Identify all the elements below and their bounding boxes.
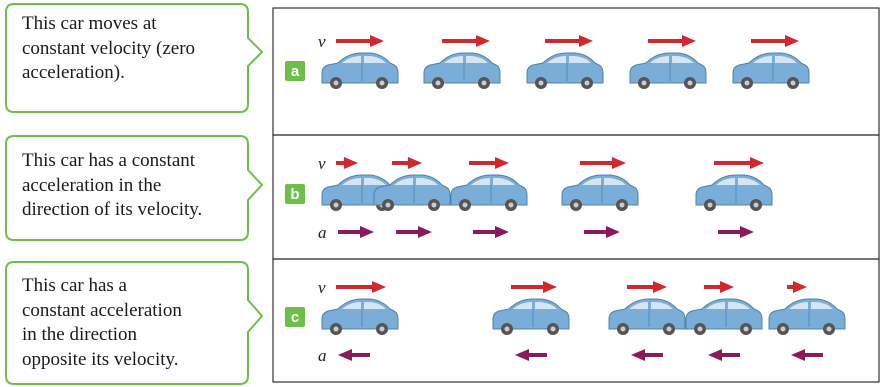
panel-c-velocity-arrow	[787, 281, 807, 293]
diagram-marks	[321, 35, 846, 361]
panel-c-velocity-label: v	[318, 278, 326, 297]
panel-a-velocity-arrow	[648, 35, 696, 47]
panel-b-velocity-arrow	[714, 157, 764, 169]
panel-a-letter: a	[291, 63, 300, 80]
panel-c-acceleration-arrow	[631, 349, 663, 361]
panel-a-badge	[285, 61, 305, 81]
panel-b-acceleration-arrow	[584, 226, 620, 238]
callout-line: acceleration).	[22, 62, 125, 83]
callout-box-b	[5, 135, 264, 241]
panel-a-car	[423, 52, 501, 90]
panel-a-velocity-arrow	[545, 35, 593, 47]
panel-c-frame	[272, 258, 880, 383]
panel-b-velocity-arrow	[392, 157, 422, 169]
panel-c-car	[321, 298, 399, 336]
panel-a-car	[321, 52, 399, 90]
panel-c-letter: c	[291, 309, 299, 326]
panel-c-velocity-arrow	[336, 281, 386, 293]
panel-b-acceleration-arrow	[473, 226, 509, 238]
panel-c-velocity-arrow	[511, 281, 557, 293]
panel-b-car	[450, 174, 528, 212]
callout-box-a	[5, 3, 264, 113]
callout-line: in the direction	[22, 324, 138, 345]
callout-line: constant velocity (zero	[22, 37, 196, 59]
panel-b-velocity-label: v	[318, 154, 326, 173]
panel-c-car	[685, 298, 763, 336]
callout-text-a: This car moves at constant velocity (zer…	[22, 12, 195, 86]
panel-c-velocity-arrow	[627, 281, 667, 293]
panel-b-acceleration-arrow	[338, 226, 374, 238]
panel-b-velocity-arrow	[469, 157, 509, 169]
panel-a-car	[526, 52, 604, 90]
panel-c-acceleration-arrow	[515, 349, 547, 361]
panel-b-acceleration-label: a	[318, 223, 327, 242]
panel-c-acceleration-arrow	[708, 349, 740, 361]
panel-b-acceleration-arrow	[396, 226, 432, 238]
panel-a-velocity-label: v	[318, 32, 326, 51]
callout-box-c	[5, 261, 264, 385]
panel-c-acceleration-arrow	[791, 349, 823, 361]
panel-a-car	[629, 52, 707, 90]
panel-b-velocity-arrow	[580, 157, 626, 169]
callout-text-c: This car has a constant acceleration in …	[22, 274, 182, 372]
callout-line: constant acceleration	[22, 299, 182, 321]
panel-c-car	[492, 298, 570, 336]
callout-line: This car moves at	[22, 13, 157, 34]
callout-text-b: This car has a constant acceleration in …	[22, 149, 202, 223]
panel-a-velocity-arrow	[442, 35, 490, 47]
panel-a-velocity-arrow	[751, 35, 799, 47]
panel-c-acceleration-label: a	[318, 346, 327, 365]
panel-b-acceleration-arrow	[718, 226, 754, 238]
panel-c-badge	[285, 307, 305, 327]
panel-a-car	[732, 52, 810, 90]
panel-b-velocity-arrow	[336, 157, 358, 169]
callout-line: acceleration in the	[22, 174, 162, 196]
panel-c-acceleration-arrow	[338, 349, 370, 361]
callout-line: opposite its velocity.	[22, 348, 179, 370]
callout-line: This car has a	[22, 275, 127, 296]
panel-c-car	[768, 298, 846, 336]
panel-b-car	[561, 174, 639, 212]
panel-a-velocity-arrow	[336, 35, 384, 47]
panel-c-car	[608, 298, 686, 336]
panel-c-velocity-arrow	[704, 281, 734, 293]
panel-b-car	[695, 174, 773, 212]
callout-line: direction of its velocity.	[22, 199, 203, 220]
panel-b-badge	[285, 184, 305, 204]
panel-b-letter: b	[290, 186, 299, 203]
callout-line: This car has a constant	[22, 150, 196, 171]
